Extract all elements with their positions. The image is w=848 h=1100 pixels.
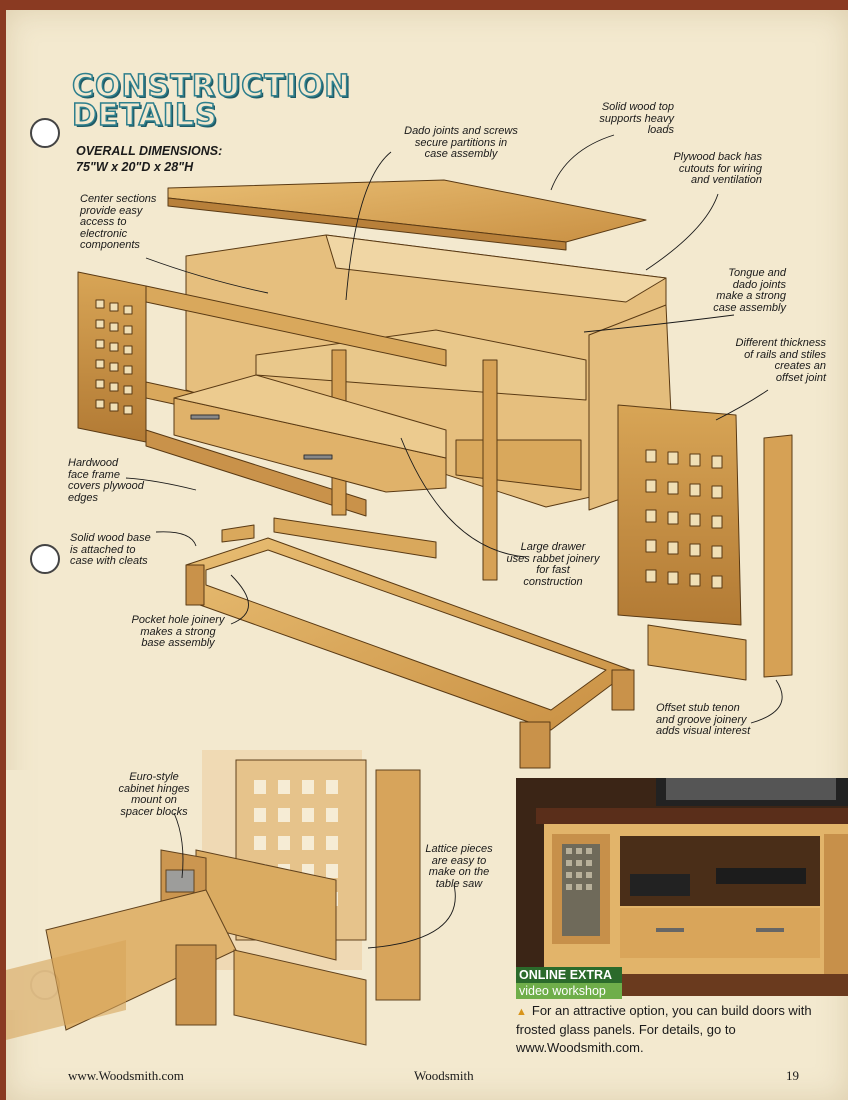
callout-pocket-hole: Pocket hole joinery makes a strong base … [131,614,225,649]
stub-rail [647,624,747,681]
solid-wood-top [167,179,647,243]
triangle-bullet-icon: ▲ [516,1006,527,1018]
callout-tongue-dado: Tongue and dado joints make a strong cas… [713,267,786,314]
magazine-page: CONSTRUCTION DETAILS OVERALL DIMENSIONS:… [6,10,848,1100]
binder-hole [30,118,60,148]
hinge-detail-illustration [6,750,506,1046]
exploded-cabinet-illustration [6,134,793,1046]
page-number: 19 [786,1068,799,1083]
online-extra-note-text: For an attractive option, you can build … [516,1003,812,1055]
cabinet-photo-image [516,778,848,996]
title-line-1: CONSTRUCTION [71,69,351,104]
video-workshop-badge[interactable]: video workshop [516,983,622,999]
callout-solid-top: Solid wood top supports heavy loads [599,101,674,136]
footer-magazine-name: Woodsmith [414,1068,474,1083]
binder-hole [30,544,60,574]
callout-plywood-back: Plywood back has cutouts for wiring and … [673,151,762,186]
callout-stub-tenon: Offset stub tenon and groove joinery add… [656,702,751,737]
footer-url: www.Woodsmith.com [68,1068,184,1083]
lattice-door-right [617,404,742,626]
dimensions-label: OVERALL DIMENSIONS: [76,144,223,158]
callout-center-sections: Center sections provide easy access to e… [80,193,157,251]
callout-euro-hinges: Euro-style cabinet hinges mount on space… [118,771,190,818]
finished-cabinet-photo [516,778,848,996]
callout-face-frame: Hardwood face frame covers plywood edges [68,457,144,504]
title-line-2: DETAILS [71,98,218,133]
dimensions-value: 75"W x 20"D x 28"H [76,160,194,174]
callout-rail-thickness: Different thickness of rails and stiles … [735,337,826,384]
callout-solid-base: Solid wood base is attached to case with… [70,532,151,567]
callout-large-drawer: Large drawer uses rabbet joinery for fas… [506,541,600,588]
face-frame [77,271,147,443]
page-title: CONSTRUCTION DETAILS [71,69,351,133]
online-extra-note: ▲For an attractive option, you can build… [516,1002,816,1057]
callout-lattice-pieces: Lattice pieces are easy to make on the t… [425,843,493,890]
callout-dado-joints: Dado joints and screws secure partitions… [404,125,518,160]
online-extra-badge: ONLINE EXTRA [516,967,622,984]
door-stile [763,434,793,678]
